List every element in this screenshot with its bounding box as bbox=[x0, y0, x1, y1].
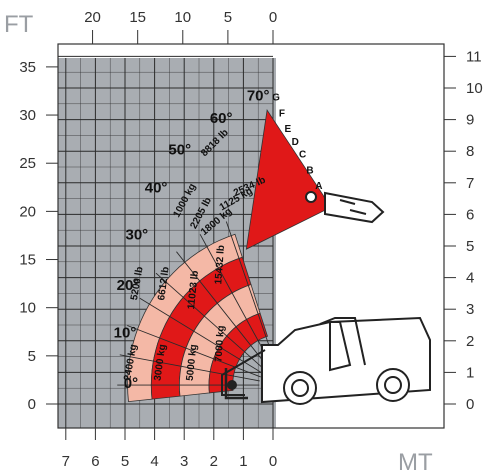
tick-label: 9 bbox=[466, 112, 474, 129]
load-label: 15432 lb bbox=[213, 245, 227, 285]
tick-label: 7 bbox=[62, 453, 70, 470]
tick-label: 1 bbox=[239, 453, 247, 470]
angle-label: 20° bbox=[117, 277, 140, 294]
tick-label: 4 bbox=[466, 270, 474, 287]
tick-label: 10 bbox=[19, 300, 36, 317]
angle-label: 10° bbox=[114, 325, 137, 342]
angle-ray bbox=[155, 272, 266, 371]
angle-labels: 0° 10° 20° 30° 40° 50° 60° 70° bbox=[114, 88, 270, 393]
tick-label: 11 bbox=[466, 48, 482, 65]
tick-label: 20 bbox=[84, 9, 101, 26]
tick-label: 6 bbox=[466, 206, 474, 223]
tick-label: 3 bbox=[180, 453, 188, 470]
extension-zone-label: D bbox=[292, 137, 299, 148]
load-label: 11023 lb bbox=[186, 270, 201, 310]
tick-label: 5 bbox=[121, 453, 129, 470]
extension-zone-label: F bbox=[279, 108, 285, 119]
tick-label: 5 bbox=[466, 238, 474, 255]
load-label: 5000 kg bbox=[185, 344, 200, 382]
plot-frame bbox=[57, 43, 445, 429]
angle-rays bbox=[117, 221, 276, 386]
tick-label: 0 bbox=[269, 9, 277, 26]
m-x-ticks: 0 1 2 3 4 5 6 7 bbox=[62, 428, 277, 470]
load-label: 6612 lb bbox=[156, 266, 172, 301]
tick-label: 2 bbox=[210, 453, 218, 470]
angle-ray bbox=[176, 251, 269, 368]
tick-label: 7 bbox=[466, 175, 474, 192]
tick-label: 30 bbox=[19, 107, 36, 124]
angle-ray bbox=[139, 297, 263, 374]
extension-zone-label: E bbox=[284, 124, 291, 135]
load-zones bbox=[127, 109, 330, 403]
load-label: 3000 kg bbox=[152, 344, 168, 382]
tick-label: 3 bbox=[466, 301, 474, 318]
load-label: 7000 kg bbox=[213, 325, 227, 362]
tick-label: 0 bbox=[28, 396, 36, 413]
angle-label: 0° bbox=[124, 375, 138, 392]
extension-zone-label: A bbox=[315, 181, 322, 192]
tick-label: 6 bbox=[91, 453, 99, 470]
angle-ray bbox=[119, 354, 260, 382]
tick-label: 2 bbox=[466, 333, 474, 350]
extension-zone-label: B bbox=[306, 165, 313, 176]
tick-label: 10 bbox=[174, 9, 191, 26]
tick-label: 5 bbox=[28, 348, 36, 365]
unit-ft-label: FT bbox=[4, 11, 34, 38]
extension-zone-label: C bbox=[299, 150, 306, 161]
m-y-ticks: 0 1 2 3 4 5 6 7 8 9 10 11 bbox=[444, 48, 483, 413]
tick-label: 20 bbox=[19, 203, 36, 220]
tick-label: 25 bbox=[19, 155, 36, 172]
extension-zone-label: G bbox=[272, 93, 280, 104]
angle-label: 70° bbox=[247, 88, 270, 105]
tick-label: 35 bbox=[19, 59, 36, 76]
tick-label: 15 bbox=[129, 9, 146, 26]
tick-label: 5 bbox=[224, 9, 232, 26]
tick-label: 8 bbox=[466, 143, 474, 160]
angle-ray bbox=[199, 234, 272, 365]
angle-label: 30° bbox=[125, 227, 148, 244]
tick-label: 4 bbox=[150, 453, 158, 470]
boom-head-icon bbox=[305, 191, 385, 224]
angle-label: 50° bbox=[168, 141, 191, 158]
angle-ray bbox=[127, 325, 261, 378]
tick-label: 0 bbox=[269, 453, 277, 470]
tick-label: 0 bbox=[466, 396, 474, 413]
unit-mt-label: MT bbox=[398, 449, 433, 475]
tick-label: 15 bbox=[19, 252, 36, 269]
telehandler-icon bbox=[221, 316, 431, 405]
angle-label: 60° bbox=[210, 110, 233, 127]
ft-y-ticks: 0 5 10 15 20 25 30 35 bbox=[19, 59, 58, 413]
angle-ray bbox=[225, 221, 276, 363]
tick-label: 1 bbox=[466, 364, 474, 381]
tick-label: 10 bbox=[466, 80, 483, 97]
angle-label: 40° bbox=[145, 179, 168, 196]
ft-x-ticks: 0 5 10 15 20 bbox=[84, 9, 277, 44]
